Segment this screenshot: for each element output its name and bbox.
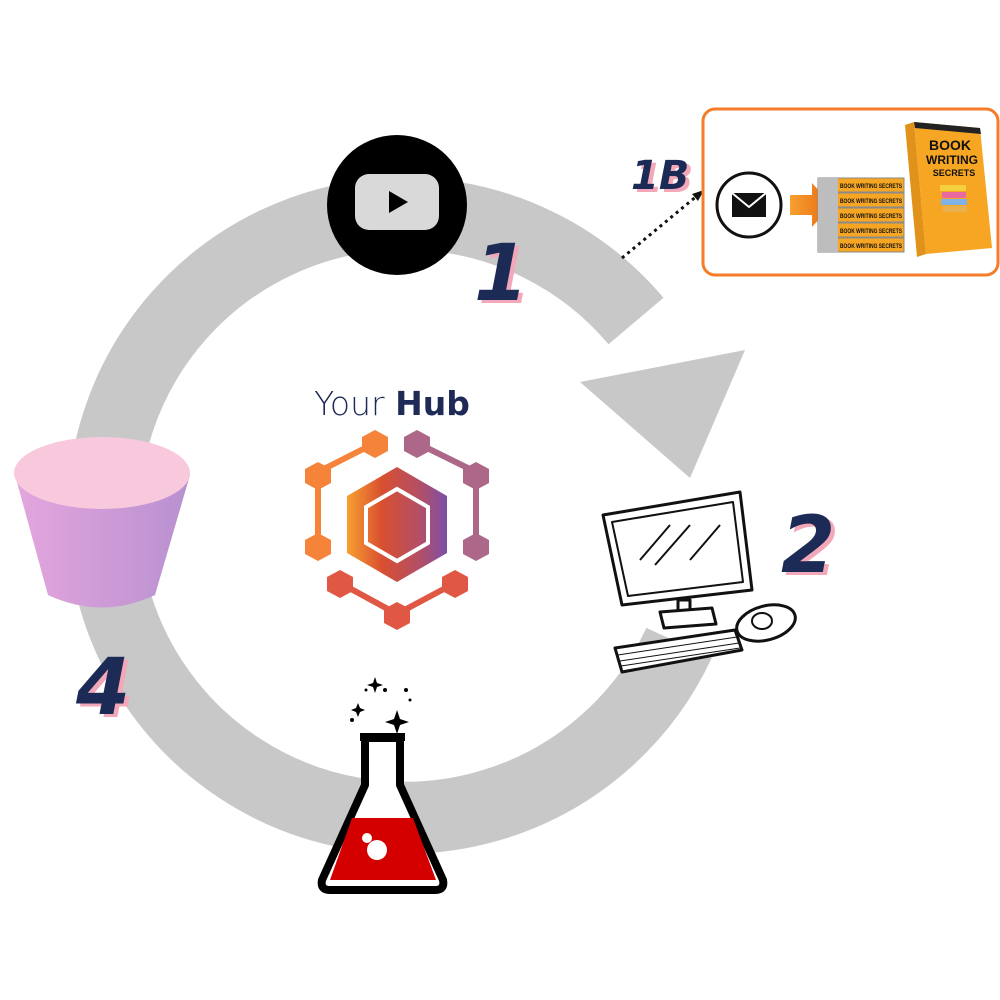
hub-title-light: Your — [314, 384, 385, 423]
step-2-label: 2 — [781, 501, 835, 591]
spine-label: BOOK WRITING SECRETS — [840, 183, 902, 190]
flask-icon — [317, 677, 448, 894]
spine-label: BOOK WRITING SECRETS — [840, 213, 902, 220]
book-stack-icon: BOOK WRITING SECRETS BOOK WRITING SECRET… — [817, 122, 992, 257]
hub-logo-icon — [305, 430, 489, 630]
connector-arrowhead — [692, 190, 704, 201]
youtube-icon — [327, 135, 467, 275]
bucket-icon — [14, 437, 190, 608]
hub-logo: Your Hub — [305, 384, 489, 630]
spine-label: BOOK WRITING SECRETS — [840, 228, 902, 235]
email-icon — [715, 171, 783, 239]
hub-title-bold: Hub — [395, 384, 470, 423]
dotted-connector — [621, 193, 699, 260]
computer-icon — [601, 490, 797, 674]
hub-title: Your Hub — [314, 384, 470, 423]
book-title-line2: WRITING — [926, 153, 978, 167]
book-title-line3: SECRETS — [933, 168, 976, 178]
ring-arrowhead — [580, 350, 745, 478]
spine-label: BOOK WRITING SECRETS — [840, 243, 902, 250]
step-numbers: 1 1B 2 4 — [75, 153, 835, 733]
book-title-line1: BOOK — [929, 137, 971, 153]
step-1-label: 1 — [474, 229, 528, 319]
lead-magnet-box: BOOK WRITING SECRETS BOOK WRITING SECRET… — [701, 107, 1000, 277]
spine-label: BOOK WRITING SECRETS — [840, 198, 902, 205]
step-4-label: 4 — [75, 643, 130, 733]
step-1b-label: 1B — [631, 153, 689, 199]
